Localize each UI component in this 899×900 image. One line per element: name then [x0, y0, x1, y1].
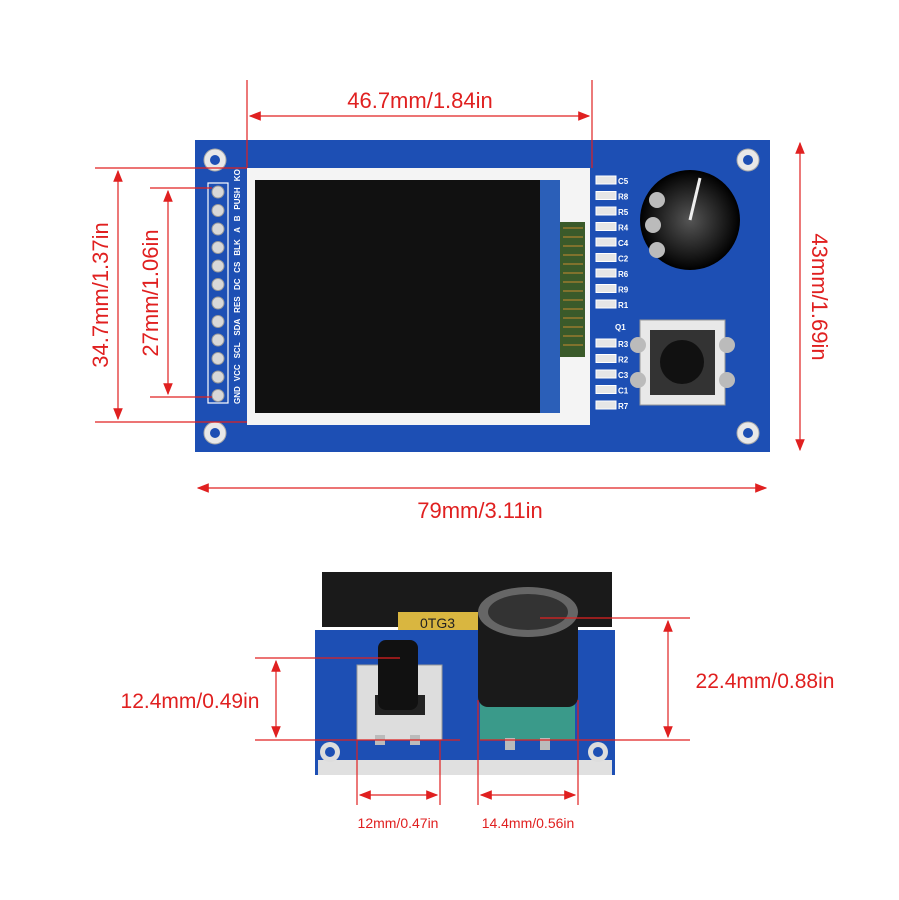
pin-label: KO	[233, 169, 242, 181]
pin	[211, 389, 225, 402]
smd-part	[595, 206, 617, 216]
knob-width-label: 14.4mm/0.56in	[482, 815, 575, 831]
component-label: C2	[618, 255, 629, 264]
component-label: R1	[618, 301, 629, 310]
pin-header	[211, 185, 225, 402]
pin	[211, 241, 225, 254]
component-label: R2	[618, 356, 629, 365]
pin-label: SCL	[233, 342, 242, 358]
component-label: Q1	[615, 323, 626, 332]
smd-part	[595, 299, 617, 309]
side-view-board: 0TG3	[315, 572, 615, 775]
pin-label: PUSH	[233, 187, 242, 209]
component-label: R3	[618, 340, 629, 349]
smd-part	[595, 253, 617, 262]
smd-part	[595, 191, 617, 200]
pin-header-outline	[207, 182, 229, 404]
mounting-holes	[203, 148, 760, 445]
component-label: R6	[618, 270, 629, 279]
smd-part	[595, 175, 617, 185]
tft-screen	[255, 180, 545, 413]
board-height-label: 43mm/1.69in	[807, 233, 832, 360]
pin-label: A	[233, 227, 242, 233]
pin	[211, 222, 225, 236]
screen-height-label: 34.7mm/1.37in	[88, 222, 113, 368]
display-height-label: 27mm/1.06in	[138, 229, 163, 356]
fpc-ribbon	[560, 222, 585, 357]
component-label: R7	[618, 402, 629, 411]
smd-part	[595, 338, 617, 348]
pin-label: RES	[233, 296, 242, 313]
pin	[211, 185, 225, 199]
smd-part	[595, 385, 617, 394]
push-button-cap	[660, 340, 704, 384]
smd-part	[595, 237, 617, 247]
pin-label: VCC	[233, 364, 242, 381]
screen-width-label: 46.7mm/1.84in	[347, 88, 493, 113]
pin	[211, 333, 225, 347]
pin-label: CS	[233, 261, 242, 273]
pin-label: GND	[233, 386, 242, 404]
component-label: R9	[618, 286, 629, 295]
push-button-cap	[378, 640, 418, 710]
smd-part	[595, 284, 617, 293]
pin	[211, 259, 225, 273]
component-label: R8	[618, 193, 629, 202]
pin	[211, 278, 225, 291]
screen-edge	[540, 180, 560, 413]
pin-label: DC	[233, 278, 242, 290]
component-label: C4	[618, 239, 629, 248]
pcb-text: 0TG3	[420, 615, 455, 631]
smd-part	[595, 369, 617, 379]
component-label: C5	[618, 177, 629, 186]
rotary-knob	[478, 612, 578, 707]
smd-part	[595, 222, 617, 231]
smd-part	[595, 354, 617, 363]
component-label: C3	[618, 371, 629, 380]
pin	[211, 315, 225, 328]
pin-label: BLK	[233, 239, 242, 256]
pin	[211, 204, 225, 217]
pin	[211, 370, 225, 384]
component-label: C1	[618, 387, 629, 396]
pin	[211, 352, 225, 365]
pin-label: SDA	[233, 318, 242, 335]
button-height-label: 12.4mm/0.49in	[121, 690, 260, 713]
pin-labels: GND VCC SCL SDA RES DC CS BLK AB PUSH KO	[233, 169, 242, 404]
knob-height-label: 22.4mm/0.88in	[696, 670, 835, 693]
encoder-pins	[645, 192, 665, 258]
board-width-label: 79mm/3.11in	[417, 498, 543, 523]
component-label: R5	[618, 208, 629, 217]
component-label: R4	[618, 224, 629, 233]
button-width-label: 12mm/0.47in	[358, 815, 439, 831]
smd-part	[595, 268, 617, 278]
pin	[211, 296, 225, 310]
smd-part	[595, 400, 617, 410]
pin-label: B	[233, 215, 242, 221]
